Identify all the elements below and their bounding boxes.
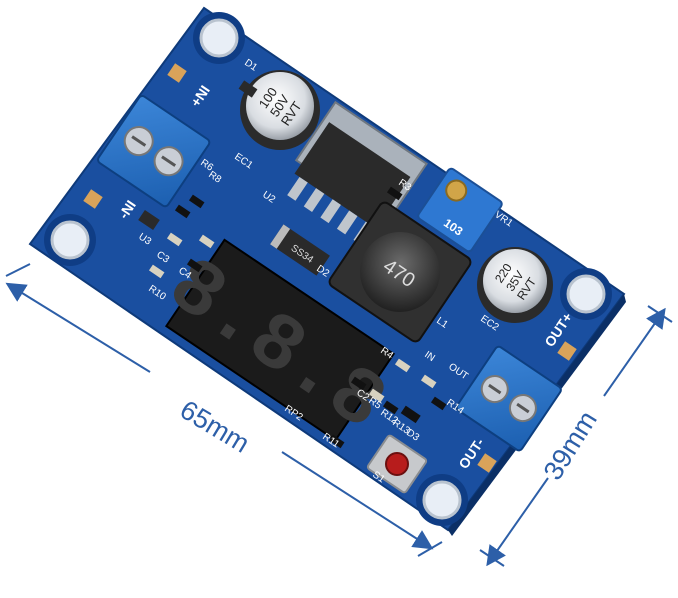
- inductor: 470: [328, 201, 472, 343]
- height-dimension-line: [486, 477, 549, 567]
- width-label: 65mm: [175, 394, 255, 458]
- output-capacitor: 220 35V RVT: [477, 247, 553, 323]
- width-dimension-line: [281, 451, 434, 550]
- solder-pad: [477, 453, 497, 473]
- width-extension-line: [5, 263, 31, 277]
- height-extension-line: [647, 305, 673, 323]
- mounting-hole: [560, 268, 612, 320]
- solder-pad: [83, 189, 103, 209]
- mounting-hole: [44, 214, 96, 266]
- trimpot-screw-icon: [445, 179, 468, 202]
- mounting-hole: [193, 12, 245, 64]
- smd-components: [138, 80, 447, 449]
- input-screw-terminal: [97, 95, 211, 208]
- height-extension-line: [479, 549, 505, 567]
- width-dimension-line: [5, 282, 151, 373]
- output-screw-terminal: [455, 345, 562, 452]
- pcb-board: 100 50V RVT 220 35V RVT: [28, 6, 626, 536]
- height-label: 39mm: [538, 406, 603, 486]
- height-dimension-line: [603, 307, 666, 397]
- push-button: [366, 434, 428, 494]
- width-extension-line: [417, 541, 443, 557]
- solder-pad: [167, 63, 187, 83]
- mounting-hole: [416, 474, 468, 526]
- solder-pad: [557, 341, 577, 361]
- schottky-diode: SS34: [270, 224, 330, 276]
- trimpot: 103: [417, 167, 503, 253]
- input-capacitor: 100 50V RVT: [240, 70, 320, 150]
